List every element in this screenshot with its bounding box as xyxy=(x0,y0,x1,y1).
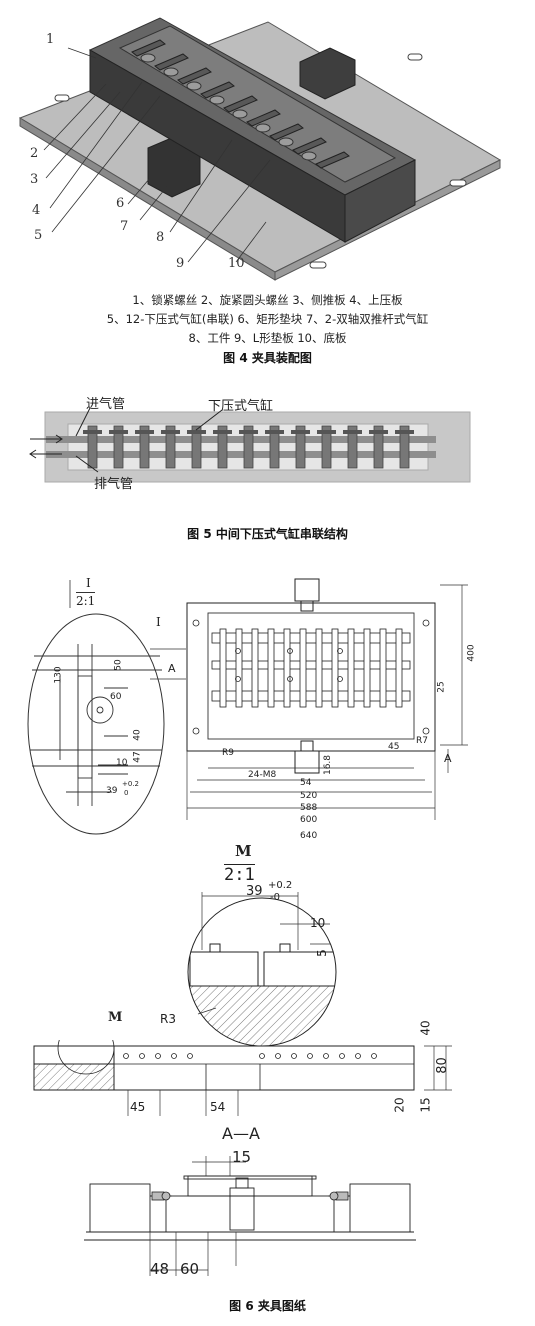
fig5-caption: 图 5 中间下压式气缸串联结构 xyxy=(187,527,348,541)
plan-dim-54: 54 xyxy=(300,778,312,788)
dimI-60: 60 xyxy=(110,692,122,702)
fig5-cylinder-label: 下压式气缸 xyxy=(208,399,274,414)
dimI-10: 10 xyxy=(116,758,128,768)
plan-label-A2: A xyxy=(444,752,452,765)
dimI-39: 39 xyxy=(106,786,118,796)
plan-dim-400: 400 xyxy=(466,644,477,662)
fig6-detail-I-scale: 2:1 xyxy=(76,592,96,608)
fig5-inlet-label: 进气管 xyxy=(86,397,126,412)
front-label-M: M xyxy=(108,1010,123,1025)
plan-dim-R7: R7 xyxy=(416,736,428,746)
part-label-10: 10 xyxy=(228,256,245,271)
detailM-name: M xyxy=(235,842,252,860)
fig6-detail-M-drawing xyxy=(187,892,337,1047)
dimI-130: 130 xyxy=(53,666,64,684)
fig4-legend-line-3: 8、工件 9、L形垫板 10、底板 xyxy=(188,331,347,345)
section-dim-60: 60 xyxy=(180,1260,200,1278)
front-dim-40: 40 xyxy=(418,1020,433,1036)
detailM-dim-39: 39 xyxy=(246,884,263,899)
dimI-47: 47 xyxy=(132,751,143,763)
plan-dim-640: 640 xyxy=(300,831,318,841)
front-dim-80: 80 xyxy=(434,1057,450,1074)
plan-dim-520: 520 xyxy=(300,791,318,801)
dimI-50: 50 xyxy=(113,659,124,671)
detailM-tol-hi: +0.2 xyxy=(268,880,293,891)
fig6-detail-I-drawing xyxy=(27,580,165,835)
fig4-assembly-drawing xyxy=(18,17,502,281)
part-label-1: 1 xyxy=(46,32,55,47)
fig6-detail-I-name: I xyxy=(86,576,91,590)
detailM-tol-lo: -0 xyxy=(270,892,280,903)
plan-dim-16-8: 16.8 xyxy=(323,754,334,776)
fig4-legend-line-1: 1、锁紧螺丝 2、旋紧圆头螺丝 3、侧推板 4、上压板 xyxy=(132,293,403,307)
section-dim-48: 48 xyxy=(150,1260,170,1278)
part-label-7: 7 xyxy=(120,219,129,234)
plan-dim-45: 45 xyxy=(388,742,400,752)
fig5-exhaust-label: 排气管 xyxy=(94,477,134,492)
plan-dim-600: 600 xyxy=(300,815,318,825)
plan-dim-588: 588 xyxy=(300,803,318,813)
detailM-dim-10: 10 xyxy=(310,916,326,930)
part-label-6: 6 xyxy=(116,196,125,211)
fig4-legend-line-2: 5、12-下压式气缸(串联) 6、矩形垫块 7、2-双轴双推杆式气缸 xyxy=(106,312,429,326)
part-label-9: 9 xyxy=(176,256,185,271)
plan-dim-24M8: 24-M8 xyxy=(248,770,277,780)
section-title: A—A xyxy=(222,1124,260,1143)
plan-label-A1: A xyxy=(168,662,176,675)
fig4-caption: 图 4 夹具装配图 xyxy=(223,351,312,365)
fig6-plan-view-drawing xyxy=(150,578,468,820)
part-label-5: 5 xyxy=(34,228,43,243)
fig5-series-diagram xyxy=(29,407,471,483)
fig6-front-view-drawing xyxy=(33,1040,452,1116)
section-dim-15: 15 xyxy=(232,1148,252,1166)
plan-dim-25: 25 xyxy=(436,681,447,693)
detailM-scale: 2:1 xyxy=(224,864,255,885)
plan-dim-R9: R9 xyxy=(222,748,234,758)
front-dim-54: 54 xyxy=(210,1100,226,1114)
dimI-tol-lo: 0 xyxy=(124,789,129,797)
plan-label-I: I xyxy=(156,615,161,629)
dimI-40: 40 xyxy=(132,729,143,741)
front-dim-45: 45 xyxy=(130,1100,146,1114)
fig6-caption: 图 6 夹具图纸 xyxy=(229,1299,306,1313)
part-label-2: 2 xyxy=(30,146,39,161)
dimI-tol-hi: +0.2 xyxy=(122,780,139,788)
fig6-section-view-drawing xyxy=(84,1156,416,1276)
part-label-3: 3 xyxy=(30,172,39,187)
detailM-dim-5: 5 xyxy=(314,949,329,957)
part-label-8: 8 xyxy=(156,230,165,245)
front-dim-15: 15 xyxy=(418,1097,433,1113)
front-dim-20: 20 xyxy=(392,1097,407,1113)
detailM-dim-R3: R3 xyxy=(160,1012,176,1026)
part-label-4: 4 xyxy=(32,203,41,218)
